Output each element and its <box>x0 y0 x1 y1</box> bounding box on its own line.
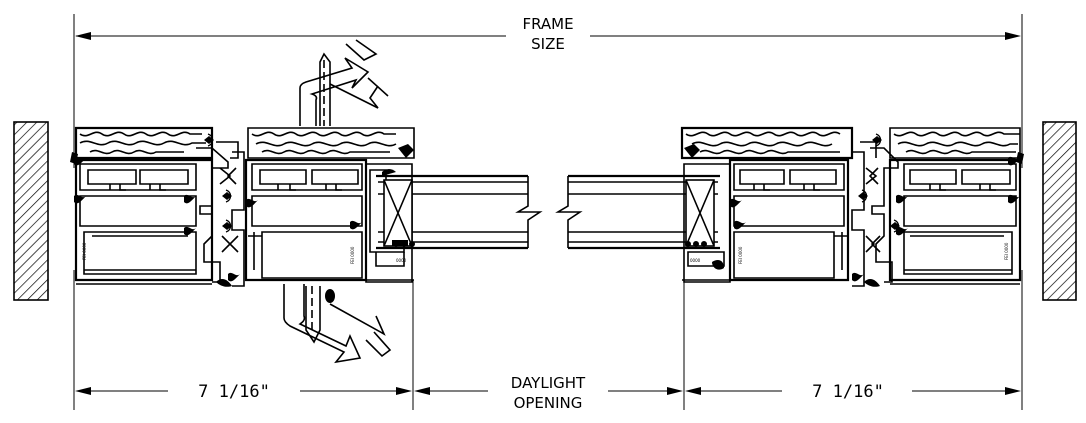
svg-text:FEI 0000: FEI 0000 <box>82 242 87 260</box>
right-frame-assembly: 0000 FEI 0000 FEI 0000 <box>680 126 1024 287</box>
right-wood-cladding <box>680 126 1021 160</box>
right-dimension-label: 7 1/16" <box>812 382 884 402</box>
svg-text:FEI 0000: FEI 0000 <box>350 246 355 264</box>
frame-size-label-line2: SIZE <box>531 35 565 53</box>
left-frame-assembly: FEI 0000 FEI 0000 0000 <box>70 39 415 364</box>
left-sliding-arrow-bottom <box>283 284 392 364</box>
daylight-label-line1: DAYLIGHT <box>511 374 586 392</box>
bottom-dimensions: 7 1/16" DAYLIGHT OPENING 7 1/16" <box>73 270 1023 412</box>
daylight-label-line2: OPENING <box>514 394 583 412</box>
left-wall <box>13 121 49 301</box>
svg-text:0000: 0000 <box>396 258 407 263</box>
right-wall <box>1042 121 1077 301</box>
svg-text:0000: 0000 <box>690 258 701 263</box>
frame-size-dimension: FRAME SIZE <box>73 14 1023 168</box>
left-sliding-arrow-top <box>299 39 389 126</box>
svg-text:FEI 0000: FEI 0000 <box>1004 242 1009 260</box>
left-wood-cladding <box>74 126 415 160</box>
glass-pane <box>376 169 720 250</box>
left-dimension-label: 7 1/16" <box>198 382 270 402</box>
svg-text:FEI 0000: FEI 0000 <box>738 246 743 264</box>
frame-size-label-line1: FRAME <box>522 15 573 33</box>
